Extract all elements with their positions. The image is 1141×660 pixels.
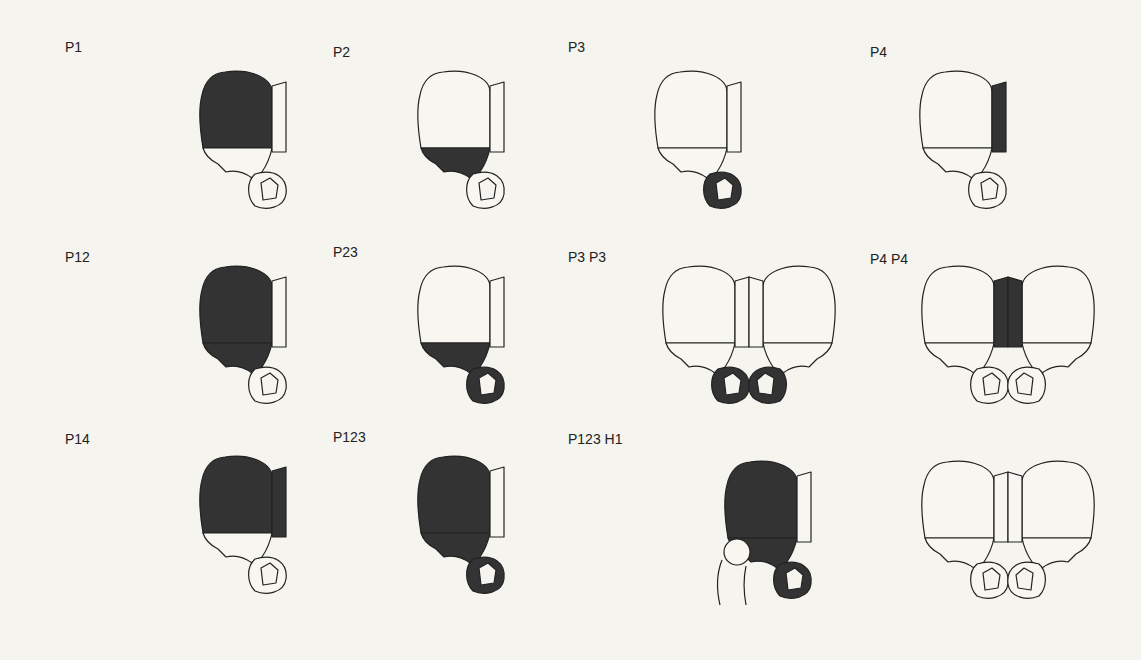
resection-label: P3 P3 [568, 250, 606, 265]
resection-label: P1 [65, 40, 82, 55]
hemipelvis [200, 456, 286, 593]
hemipelvis [920, 71, 1006, 208]
hemipelvis [1008, 461, 1094, 598]
resection-label: P2 [333, 45, 350, 60]
hemipelvis [655, 71, 741, 208]
hemipelvis [418, 456, 504, 593]
hemipelvis [922, 461, 1008, 598]
resection-label: P123 [333, 430, 366, 445]
resection-label: P4 P4 [870, 252, 908, 267]
hemipelvis [200, 71, 286, 208]
hemipelvis [418, 266, 504, 403]
hemipelvis [663, 266, 749, 403]
resection-label: P3 [568, 40, 585, 55]
hemipelvis [922, 266, 1008, 403]
hemipelvis [725, 461, 811, 598]
resection-label: P12 [65, 250, 90, 265]
hemipelvis [200, 266, 286, 403]
resection-label: P4 [870, 45, 887, 60]
resection-label: P14 [65, 432, 90, 447]
hemipelvis [418, 71, 504, 208]
resection-label: P23 [333, 245, 358, 260]
hemipelvis [749, 266, 835, 403]
hemipelvis [1008, 266, 1094, 403]
resection-label: P123 H1 [568, 432, 622, 447]
femur [718, 539, 750, 605]
